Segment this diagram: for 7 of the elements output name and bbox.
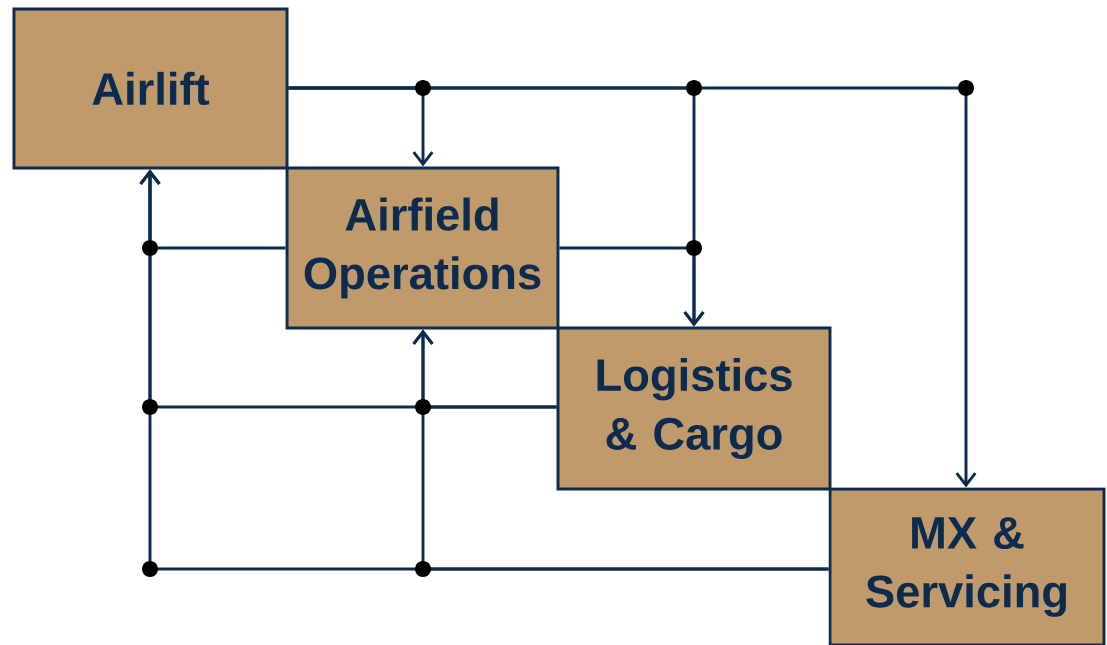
arrow xyxy=(139,169,829,571)
process-box: Airlift xyxy=(12,7,289,170)
process-box: Logistics & Cargo xyxy=(556,326,832,491)
arrow xyxy=(559,246,705,327)
process-box: Airfield Operations xyxy=(285,166,560,330)
arrow xyxy=(288,86,977,488)
process-box: MX & Servicing xyxy=(828,487,1106,645)
